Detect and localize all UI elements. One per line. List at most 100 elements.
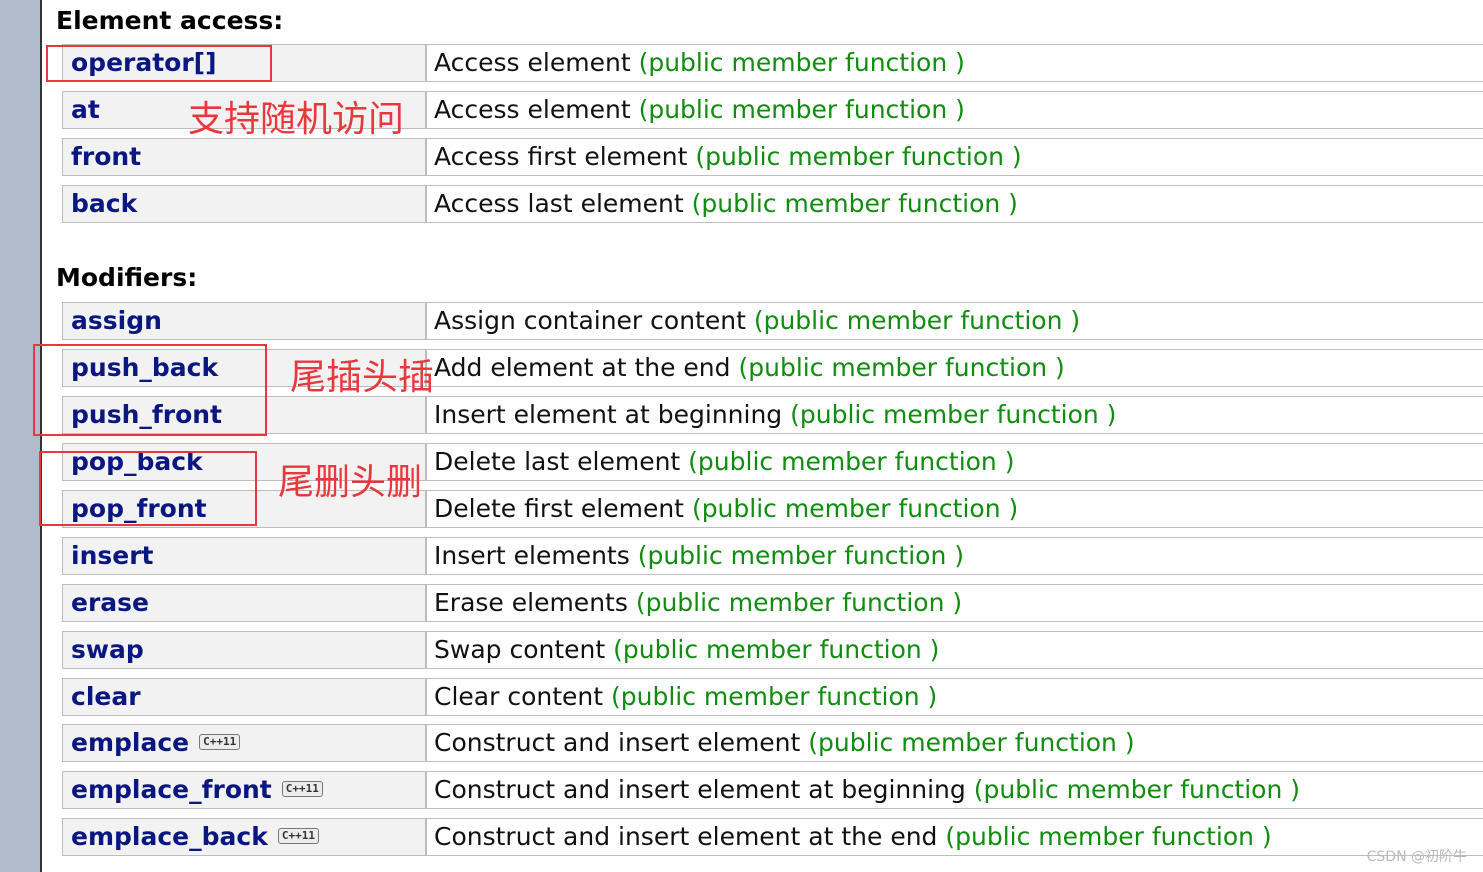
- member-link-swap[interactable]: swap: [71, 635, 144, 664]
- desc-cell: Swap content (public member function ): [426, 631, 1483, 669]
- member-link-push-back[interactable]: push_back: [71, 353, 219, 382]
- table-row-at: at Access element (public member functio…: [62, 91, 1483, 131]
- member-type: (public member function ): [638, 95, 965, 124]
- name-cell: pop_front: [62, 490, 426, 528]
- table-row-pop-back: pop_back Delete last element (public mem…: [62, 443, 1483, 483]
- table-row-back: back Access last element (public member …: [62, 185, 1483, 225]
- member-description: Add element at the end: [434, 353, 731, 382]
- member-description: Access element: [434, 95, 631, 124]
- desc-cell: Assign container content (public member …: [426, 302, 1483, 340]
- table-row-erase: erase Erase elements (public member func…: [62, 584, 1483, 624]
- member-description: Access last element: [434, 189, 684, 218]
- member-description: Delete first element: [434, 494, 684, 523]
- table-row-push-back: push_back Add element at the end (public…: [62, 349, 1483, 389]
- member-type: (public member function ): [638, 48, 965, 77]
- member-description: Construct and insert element at beginnin…: [434, 775, 966, 804]
- table-row-pop-front: pop_front Delete first element (public m…: [62, 490, 1483, 530]
- member-link-operator[interactable]: operator[]: [71, 48, 217, 77]
- desc-cell: Clear content (public member function ): [426, 678, 1483, 716]
- table-row-assign: assign Assign container content (public …: [62, 302, 1483, 342]
- member-type: (public member function ): [635, 588, 963, 617]
- name-cell: insert: [62, 537, 426, 575]
- desc-cell: Access first element (public member func…: [426, 138, 1483, 176]
- desc-cell: Insert elements (public member function …: [426, 537, 1483, 575]
- name-cell: assign: [62, 302, 426, 340]
- table-row-insert: insert Insert elements (public member fu…: [62, 537, 1483, 577]
- annotation-box-operator: [46, 45, 272, 82]
- member-type: (public member function ): [808, 728, 1135, 757]
- member-type: (public member function ): [691, 189, 1018, 218]
- member-link-assign[interactable]: assign: [71, 306, 162, 335]
- desc-cell: Construct and insert element at beginnin…: [426, 771, 1483, 809]
- left-border-line: [40, 0, 42, 872]
- member-link-emplace-back[interactable]: emplace_back: [71, 822, 268, 851]
- member-description: Swap content: [434, 635, 606, 664]
- name-cell: at: [62, 91, 426, 129]
- member-link-pop-front[interactable]: pop_front: [71, 494, 207, 523]
- annotation-push-ops: 尾插头插: [290, 357, 435, 398]
- member-type: (public member function ): [738, 353, 1065, 382]
- annotation-box-push: [33, 344, 267, 436]
- member-type: (public member function ): [945, 822, 1272, 851]
- member-description: Delete last element: [434, 447, 681, 476]
- member-description: Construct and insert element at the end: [434, 822, 938, 851]
- table-row-swap: swap Swap content (public member functio…: [62, 631, 1483, 671]
- table-row-clear: clear Clear content (public member funct…: [62, 678, 1483, 718]
- name-cell: erase: [62, 584, 426, 622]
- cpp11-badge-icon: C++11: [277, 828, 319, 844]
- member-description: Construct and insert element: [434, 728, 801, 757]
- member-link-back[interactable]: back: [71, 189, 138, 218]
- name-cell: operator[]: [62, 44, 426, 82]
- member-link-erase[interactable]: erase: [71, 588, 149, 617]
- name-cell: push_back: [62, 349, 426, 387]
- member-link-emplace[interactable]: emplace: [71, 728, 190, 757]
- member-type: (public member function ): [688, 447, 1015, 476]
- member-link-at[interactable]: at: [71, 95, 100, 124]
- table-row-emplace-back: emplace_back C++11 Construct and insert e…: [62, 818, 1483, 858]
- member-type: (public member function ): [790, 400, 1117, 429]
- desc-cell: Delete first element (public member func…: [426, 490, 1483, 528]
- name-cell: swap: [62, 631, 426, 669]
- cpp11-badge-icon: C++11: [281, 781, 323, 797]
- name-cell: push_front: [62, 396, 426, 434]
- member-type: (public member function ): [613, 635, 940, 664]
- table-row-front: front Access first element (public membe…: [62, 138, 1483, 178]
- desc-cell: Construct and insert element at the end …: [426, 818, 1483, 856]
- member-description: Erase elements: [434, 588, 628, 617]
- name-cell: front: [62, 138, 426, 176]
- member-type: (public member function ): [973, 775, 1301, 804]
- table-row-emplace-front: emplace_front C++11 Construct and insert …: [62, 771, 1483, 811]
- member-type: (public member function ): [611, 682, 938, 711]
- member-type: (public member function ): [637, 541, 965, 570]
- member-description: Insert element at beginning: [434, 400, 783, 429]
- annotation-box-pop: [39, 451, 257, 526]
- table-row-push-front: push_front Insert element at beginning (…: [62, 396, 1483, 436]
- member-link-clear[interactable]: clear: [71, 682, 141, 711]
- desc-cell: Access last element (public member funct…: [426, 185, 1483, 223]
- member-description: Assign container content: [434, 306, 746, 335]
- member-description: Clear content: [434, 682, 604, 711]
- member-link-push-front[interactable]: push_front: [71, 400, 223, 429]
- desc-cell: Erase elements (public member function ): [426, 584, 1483, 622]
- member-link-front[interactable]: front: [71, 142, 142, 171]
- section-heading-modifiers: Modifiers:: [56, 263, 198, 292]
- watermark: CSDN @初阶牛: [1366, 849, 1467, 865]
- annotation-pop-ops: 尾删头删: [278, 462, 423, 503]
- desc-cell: Delete last element (public member funct…: [426, 443, 1483, 481]
- desc-cell: Access element (public member function ): [426, 91, 1483, 129]
- member-description: Insert elements: [434, 541, 630, 570]
- name-cell: back: [62, 185, 426, 223]
- desc-cell: Add element at the end (public member fu…: [426, 349, 1483, 387]
- member-type: (public member function ): [691, 494, 1019, 523]
- member-type: (public member function ): [695, 142, 1022, 171]
- annotation-random-access: 支持随机访问: [188, 99, 405, 140]
- member-link-emplace-front[interactable]: emplace_front: [71, 775, 272, 804]
- name-cell: clear: [62, 678, 426, 716]
- member-type: (public member function ): [753, 306, 1081, 335]
- desc-cell: Construct and insert element (public mem…: [426, 724, 1483, 762]
- name-cell: emplace_front C++11: [62, 771, 426, 809]
- member-link-insert[interactable]: insert: [71, 541, 154, 570]
- desc-cell: Access element (public member function ): [426, 44, 1483, 82]
